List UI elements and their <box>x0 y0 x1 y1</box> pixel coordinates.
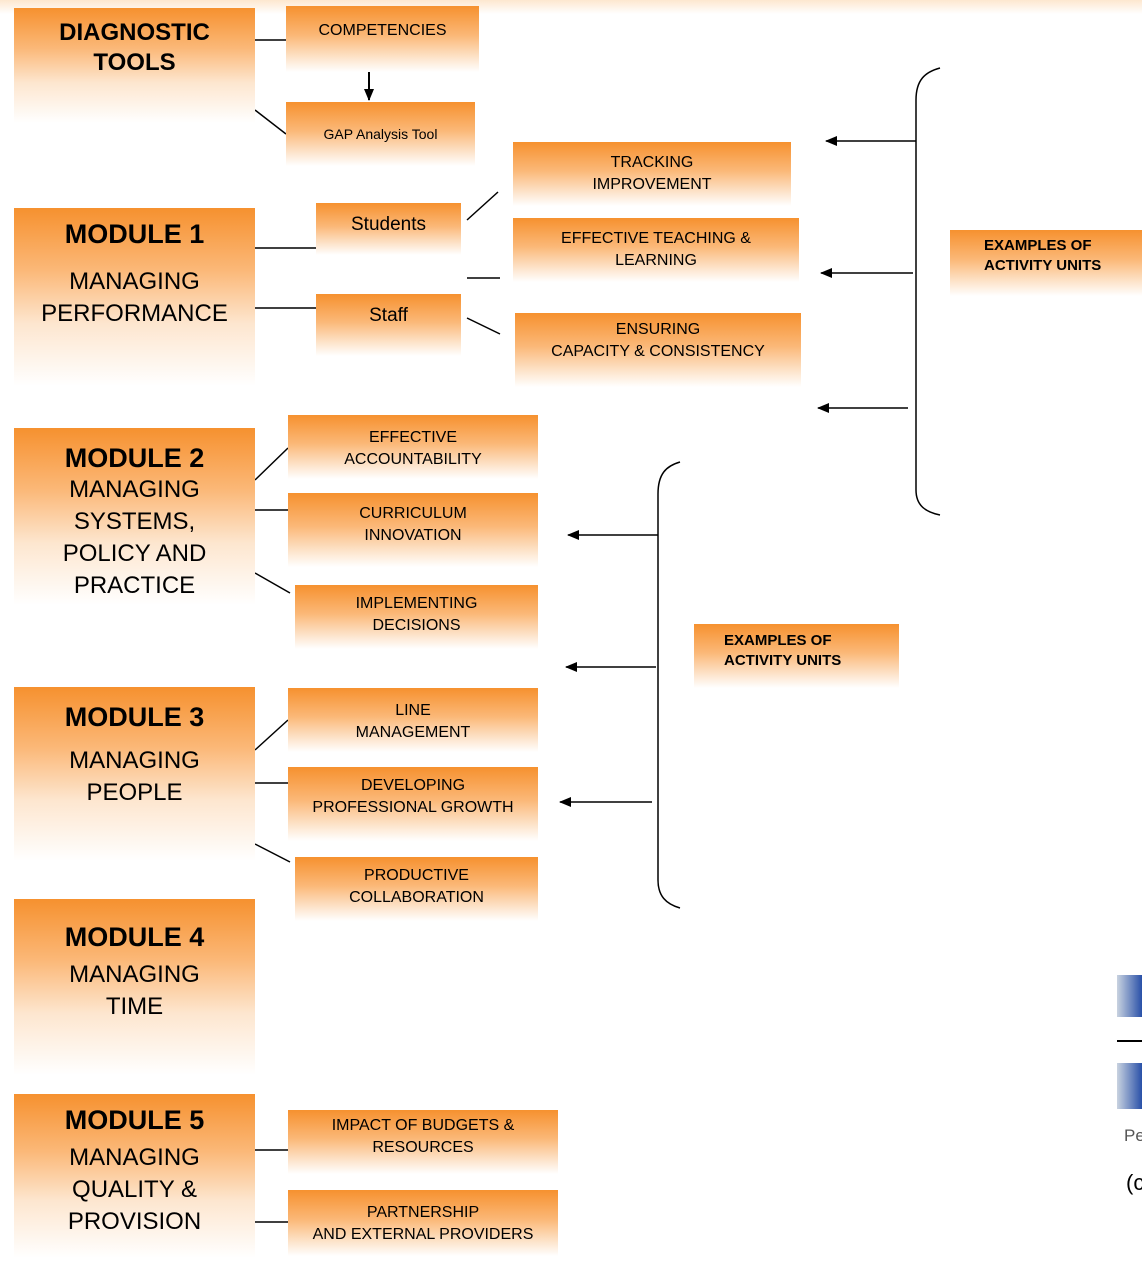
module-4-subtitle-line1: MANAGING <box>69 961 200 988</box>
activity-line1: IMPACT OF BUDGETS & <box>331 1117 515 1134</box>
activity-line2: MANAGEMENT <box>355 724 471 741</box>
activity-developing-professional-growth: DEVELOPING PROFESSIONAL GROWTH <box>288 767 538 841</box>
activity-effective-accountability: EFFECTIVE ACCOUNTABILITY <box>288 415 538 479</box>
bracket-right <box>915 67 941 516</box>
diagnostic-title-line1: DIAGNOSTIC <box>59 19 210 46</box>
connector-line <box>254 719 289 751</box>
activity-line1: EFFECTIVE TEACHING & <box>561 230 751 247</box>
activity-line2: LEARNING <box>615 252 697 269</box>
gap-analysis-label: GAP Analysis Tool <box>323 126 438 142</box>
activity-line1: IMPLEMENTING <box>355 595 478 612</box>
module-2-box: MODULE 2 MANAGING SYSTEMS, POLICY AND PR… <box>14 428 255 605</box>
activity-effective-teaching-learning: EFFECTIVE TEACHING & LEARNING <box>513 218 799 282</box>
activity-line1: DEVELOPING <box>360 777 466 794</box>
activity-implementing-decisions: IMPLEMENTING DECISIONS <box>295 585 538 649</box>
students-label: Students <box>351 214 426 235</box>
staff-box: Staff <box>316 294 461 356</box>
connector-line <box>466 317 501 335</box>
activity-line1: PARTNERSHIP <box>366 1204 480 1221</box>
activity-line2: INNOVATION <box>364 527 462 544</box>
activity-partnership: PARTNERSHIP AND EXTERNAL PROVIDERS <box>288 1190 558 1256</box>
students-box: Students <box>316 203 461 255</box>
connector-line <box>254 843 291 863</box>
module-3-title: MODULE 3 <box>64 702 205 732</box>
top-strip <box>0 0 1142 14</box>
activity-line1: CURRICULUM <box>359 505 467 522</box>
activity-line1: LINE <box>395 702 431 719</box>
activity-line1: EFFECTIVE <box>368 429 457 446</box>
activity-ensuring-capacity: ENSURING CAPACITY & CONSISTENCY <box>515 313 801 387</box>
module-2-subtitle-line3: POLICY AND <box>62 540 207 567</box>
module-3-subtitle-line1: MANAGING <box>69 747 200 774</box>
activity-line1: ENSURING <box>615 321 701 338</box>
logo-block-bottom <box>1117 1063 1142 1109</box>
examples-label-middle: EXAMPLES OF ACTIVITY UNITS <box>694 624 899 688</box>
module-1-title: MODULE 1 <box>64 219 205 249</box>
activity-line1: PRODUCTIVE <box>364 867 469 884</box>
examples-line2: ACTIVITY UNITS <box>724 652 842 669</box>
module-4-title: MODULE 4 <box>64 922 205 952</box>
competencies-label: COMPETENCIES <box>318 22 447 39</box>
bracket-middle <box>657 461 681 909</box>
logo-divider <box>1117 1040 1142 1042</box>
examples-line1: EXAMPLES OF <box>984 237 1092 254</box>
module-1-subtitle-line1: MANAGING <box>69 268 200 295</box>
examples-line1: EXAMPLES OF <box>724 632 832 649</box>
module-5-subtitle-line1: MANAGING <box>69 1144 200 1171</box>
activity-line1: TRACKING <box>610 154 694 171</box>
activity-line2: AND EXTERNAL PROVIDERS <box>312 1226 534 1243</box>
module-4-subtitle-line2: TIME <box>105 993 164 1020</box>
diagnostic-title-line2: TOOLS <box>93 49 176 76</box>
copyright-symbol: (c <box>1126 1170 1142 1195</box>
connector-line <box>254 572 291 594</box>
activity-line2: PROFESSIONAL GROWTH <box>312 799 514 816</box>
activity-impact-of-budgets: IMPACT OF BUDGETS & RESOURCES <box>288 1110 558 1174</box>
activity-line2: DECISIONS <box>372 617 461 634</box>
staff-label: Staff <box>369 305 408 326</box>
module-2-title: MODULE 2 <box>64 443 205 473</box>
module-5-title: MODULE 5 <box>64 1105 205 1135</box>
module-5-subtitle-line3: PROVISION <box>67 1208 202 1235</box>
examples-line2: ACTIVITY UNITS <box>984 257 1102 274</box>
module-1-subtitle-line2: PERFORMANCE <box>41 300 228 327</box>
module-2-subtitle-line1: MANAGING <box>69 476 200 503</box>
connector-line <box>466 191 499 221</box>
module-3-box: MODULE 3 MANAGING PEOPLE <box>14 687 255 861</box>
connector-line <box>254 109 287 135</box>
examples-label-right: EXAMPLES OF ACTIVITY UNITS <box>950 230 1142 296</box>
activity-line2: CAPACITY & CONSISTENCY <box>551 343 765 360</box>
corner-text: Pe <box>1124 1126 1142 1145</box>
activity-line2: COLLABORATION <box>349 889 484 906</box>
activity-line-management: LINE MANAGEMENT <box>288 688 538 752</box>
activity-line2: ACCOUNTABILITY <box>344 451 482 468</box>
module-5-subtitle-line2: QUALITY & <box>72 1176 197 1203</box>
module-4-box: MODULE 4 MANAGING TIME <box>14 899 255 1075</box>
module-2-subtitle-line2: SYSTEMS, <box>73 508 196 535</box>
module-3-subtitle-line2: PEOPLE <box>86 779 183 806</box>
module-2-subtitle-line4: PRACTICE <box>73 572 196 599</box>
activity-line2: IMPROVEMENT <box>592 176 712 193</box>
gap-analysis-box: GAP Analysis Tool <box>286 102 475 166</box>
activity-line2: RESOURCES <box>372 1139 474 1156</box>
connector-line <box>254 447 289 481</box>
diagnostic-tools-box: DIAGNOSTIC TOOLS <box>14 8 255 123</box>
module-1-box: MODULE 1 MANAGING PERFORMANCE <box>14 208 255 386</box>
logo-block-top <box>1117 975 1142 1017</box>
activity-curriculum-innovation: CURRICULUM INNOVATION <box>288 493 538 567</box>
module-5-box: MODULE 5 MANAGING QUALITY & PROVISION <box>14 1094 255 1258</box>
competencies-box: COMPETENCIES <box>286 6 479 72</box>
activity-tracking-improvement: TRACKING IMPROVEMENT <box>513 142 791 206</box>
activity-productive-collaboration: PRODUCTIVE COLLABORATION <box>295 857 538 921</box>
